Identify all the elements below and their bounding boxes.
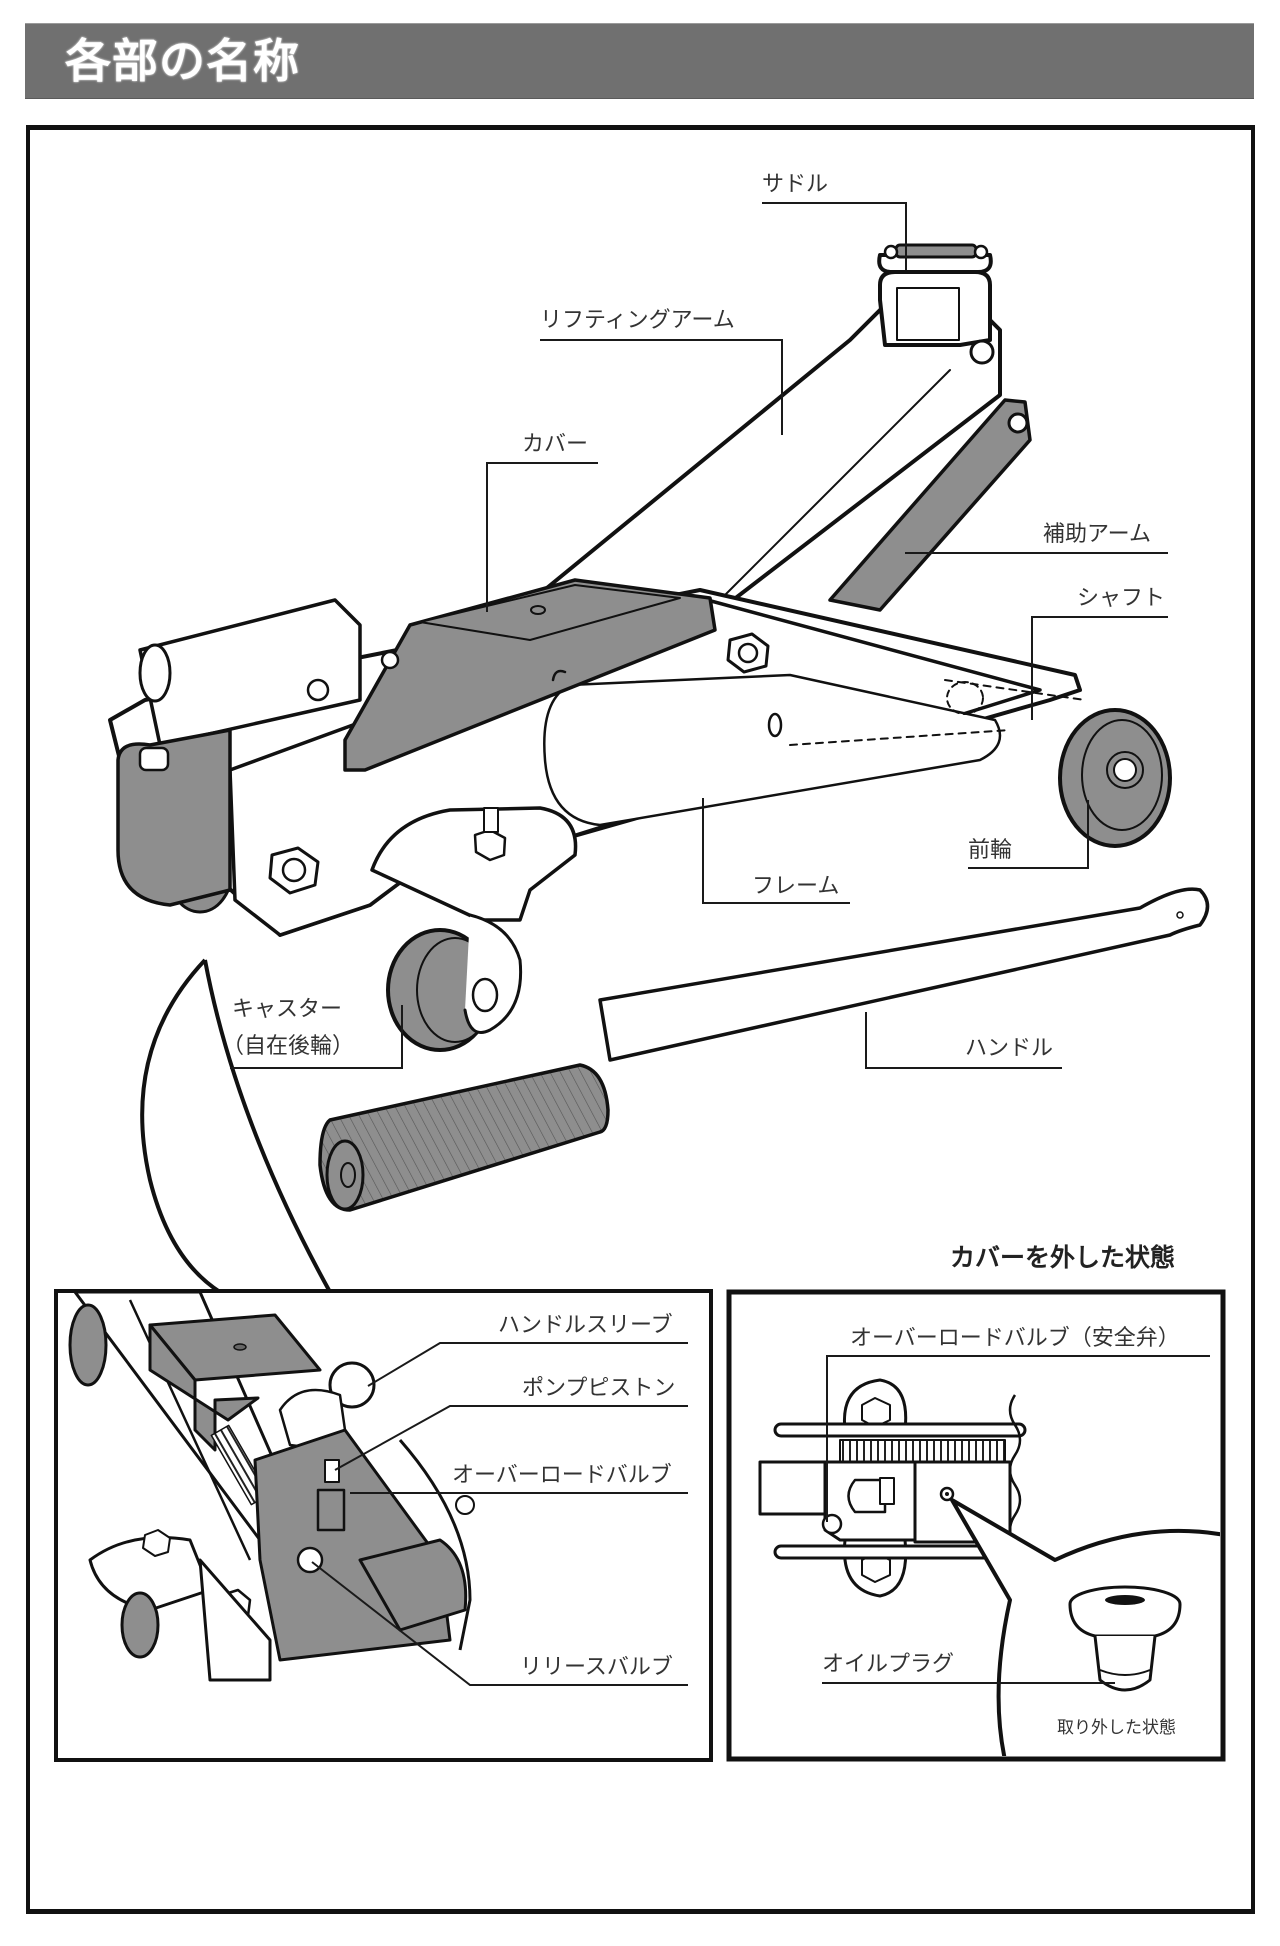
overload-valve-part (821, 1513, 843, 1535)
page-title: 各部の名称 (65, 34, 300, 88)
label-overload-valve: オーバーロードバルブ (452, 1463, 672, 1488)
label-caster-sub: （自在後輪） (222, 1034, 355, 1059)
label-pump-piston: ポンプピストン (522, 1376, 676, 1401)
right-panel-heading: カバーを外した状態 (950, 1243, 1176, 1272)
pump-piston-part (324, 1459, 340, 1483)
label-lifting-arm: リフティングアーム (540, 308, 735, 333)
right-inset-panel (726, 1289, 1226, 1762)
section-title-bar: 各部の名称 (25, 23, 1254, 99)
label-removed-state: 取り外した状態 (1057, 1718, 1176, 1738)
leader-pump-piston (334, 1405, 688, 1471)
left-inset-panel (54, 1289, 713, 1762)
pump-housing (138, 598, 362, 747)
label-saddle: サドル (762, 172, 829, 197)
cover (343, 578, 717, 772)
diagram-frame (26, 125, 1255, 1914)
main-jack (108, 243, 1210, 1212)
leader-cover (486, 462, 598, 612)
label-handle-sleeve: ハンドルスリーブ (498, 1313, 673, 1338)
zoom-callout (140, 958, 222, 1294)
label-shaft: シャフト (1077, 586, 1166, 611)
label-auxiliary-arm: 補助アーム (1043, 522, 1152, 547)
handle-bar (598, 887, 1210, 1062)
oil-plug-part (1068, 1585, 1182, 1692)
leader-saddle (762, 202, 907, 270)
label-handle: ハンドル (965, 1036, 1054, 1061)
leader-caster (230, 1005, 403, 1069)
label-frame: フレーム (752, 874, 840, 899)
caster-bracket (370, 806, 578, 922)
leader-shaft (1031, 616, 1168, 720)
leader-lifting-arm (540, 339, 783, 435)
leader-overload-valve-safety (826, 1355, 1210, 1522)
release-valve-part (296, 1546, 324, 1574)
leader-lines (230, 202, 1210, 1686)
label-overload-valve-safety: オーバーロードバルブ（安全弁） (850, 1326, 1180, 1351)
leader-handle-sleeve (367, 1342, 688, 1387)
leader-release-valve (311, 1561, 688, 1686)
label-front-wheel: 前輪 (968, 838, 1013, 863)
handle-grip (318, 1063, 610, 1212)
label-release-valve: リリースバルブ (520, 1655, 673, 1680)
leader-handle (865, 1012, 1062, 1069)
label-caster: キャスター (232, 997, 343, 1022)
label-cover: カバー (522, 432, 589, 457)
saddle (877, 253, 993, 274)
label-oil-plug: オイルプラグ (822, 1652, 955, 1677)
leader-frame (702, 798, 850, 904)
leader-front-wheel (968, 800, 1089, 869)
